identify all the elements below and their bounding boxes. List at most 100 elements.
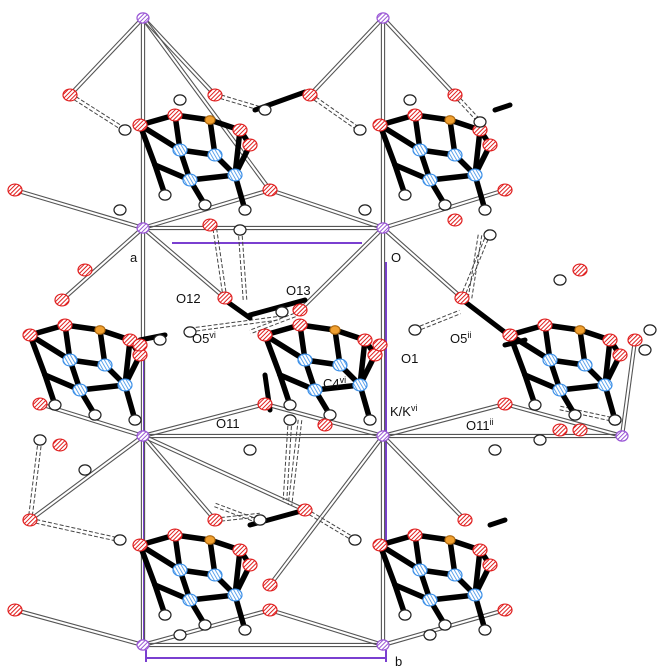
- covalent-bond: [232, 547, 243, 598]
- hydrogen-atom: [48, 399, 62, 411]
- open-bond-line: [383, 405, 506, 439]
- phosphorus-atom: [444, 535, 456, 545]
- atom-labels: a O b O12 O13 O5vi O1 O5ii C4vi O11 K/Kv…: [130, 250, 494, 667]
- label-o11: O11: [216, 416, 240, 431]
- oxygen-atom: [482, 138, 498, 152]
- nitrogen-atom: [422, 593, 438, 607]
- phosphorus-atom: [204, 535, 216, 545]
- oxygen-atom: [357, 333, 373, 347]
- label-c4vi: C4vi: [323, 375, 346, 391]
- oxygen-atom: [537, 318, 553, 332]
- hydrogen-bond-line: [190, 319, 281, 333]
- covalent-bond: [377, 122, 398, 168]
- unit-cell: [143, 242, 387, 662]
- label-o1: O1: [401, 351, 418, 366]
- hydrogen-bond-line: [291, 420, 303, 506]
- oxygen-atom: [232, 543, 248, 557]
- hydrogen-atom: [398, 609, 412, 621]
- covalent-bond: [122, 337, 133, 388]
- open-bond-line: [143, 16, 272, 190]
- potassium-atom: [376, 639, 390, 651]
- nitrogen-atom: [412, 143, 428, 157]
- open-bond-line: [504, 405, 622, 439]
- hydrogen-atom: [253, 514, 267, 526]
- hydrogen-atom: [478, 204, 492, 216]
- hydrogen-atom: [423, 629, 437, 641]
- label-k: K/Kvi: [390, 403, 417, 419]
- covalent-bond: [487, 517, 508, 528]
- oxygen-atom: [22, 328, 38, 342]
- covalent-bond: [27, 332, 48, 378]
- covalent-bond: [27, 332, 73, 363]
- oxygen-atom: [132, 338, 148, 352]
- hydrogen-bond-line: [282, 419, 289, 500]
- hydrogen-bond-line: [250, 316, 296, 335]
- potassium-atom: [376, 222, 390, 234]
- hydrogen-bond-line: [415, 313, 461, 333]
- oxygen-atom: [317, 418, 333, 432]
- hydrogen-atom: [243, 444, 257, 456]
- oxygen-atom: [77, 263, 93, 277]
- nitrogen-atom: [227, 588, 243, 602]
- nitrogen-atom: [297, 353, 313, 367]
- oxygen-atom: [297, 503, 313, 517]
- hydrogen-atom: [233, 224, 247, 236]
- hydrogen-atom: [88, 409, 102, 421]
- oxygen-atom: [482, 558, 498, 572]
- hydrogen-bond-line: [27, 439, 39, 520]
- hydrogen-atom: [113, 534, 127, 546]
- nitrogen-atom: [352, 378, 368, 392]
- open-bond-line: [143, 191, 271, 231]
- nitrogen-atom: [597, 378, 613, 392]
- label-o5ii: O5ii: [450, 330, 471, 346]
- hydrogen-bond-line: [287, 419, 299, 505]
- open-bond-line: [268, 434, 383, 585]
- nitrogen-atom: [577, 358, 593, 372]
- hydrogen-bond-line: [216, 229, 228, 298]
- oxygen-atom: [232, 123, 248, 137]
- phosphorus-atom: [94, 325, 106, 335]
- oxygen-atom: [552, 423, 568, 437]
- open-bond-line: [15, 607, 144, 644]
- label-o5vi-sup: vi: [209, 330, 216, 340]
- covalent-bond: [377, 542, 398, 588]
- covalent-bond: [137, 542, 183, 573]
- open-bond-line: [142, 401, 265, 435]
- oxygen-atom: [242, 558, 258, 572]
- oxygen-atom: [7, 183, 23, 197]
- oxygen-atom: [602, 333, 618, 347]
- nitrogen-atom: [172, 143, 188, 157]
- covalent-bonds: [27, 89, 623, 633]
- hydrogen-atom: [158, 189, 172, 201]
- oxygen-atom: [54, 293, 70, 307]
- hydrogen-atom: [403, 94, 417, 106]
- hydrogen-bond-line: [237, 230, 244, 301]
- open-bond-line: [143, 405, 266, 439]
- open-bond-line: [383, 16, 457, 95]
- potassium-atom: [136, 639, 150, 651]
- oxygen-atom: [207, 513, 223, 527]
- phosphorus-atom: [574, 325, 586, 335]
- label-k-sup: vi: [411, 403, 418, 413]
- open-bond-line: [14, 191, 143, 231]
- open-bond-line: [70, 18, 145, 97]
- oxygen-atom: [372, 538, 388, 552]
- hydrogen-bond-line: [471, 235, 483, 299]
- oxygen-atom: [612, 348, 628, 362]
- oxygen-atom: [132, 538, 148, 552]
- open-bond-line: [298, 226, 383, 310]
- nitrogen-atom: [227, 168, 243, 182]
- oxygen-atom: [242, 138, 258, 152]
- covalent-bond: [137, 122, 183, 153]
- open-bond-line: [141, 18, 215, 97]
- hydrogen-bond-line: [463, 230, 493, 299]
- open-bond-line: [381, 18, 455, 97]
- open-bond-line: [269, 611, 383, 648]
- open-bond-line: [68, 16, 143, 95]
- open-bond-line: [28, 434, 143, 520]
- hydrogen-bond-line: [215, 502, 256, 519]
- potassium-atom: [615, 430, 629, 442]
- hydrogen-bond-line: [214, 506, 255, 523]
- open-bond-line: [383, 434, 467, 520]
